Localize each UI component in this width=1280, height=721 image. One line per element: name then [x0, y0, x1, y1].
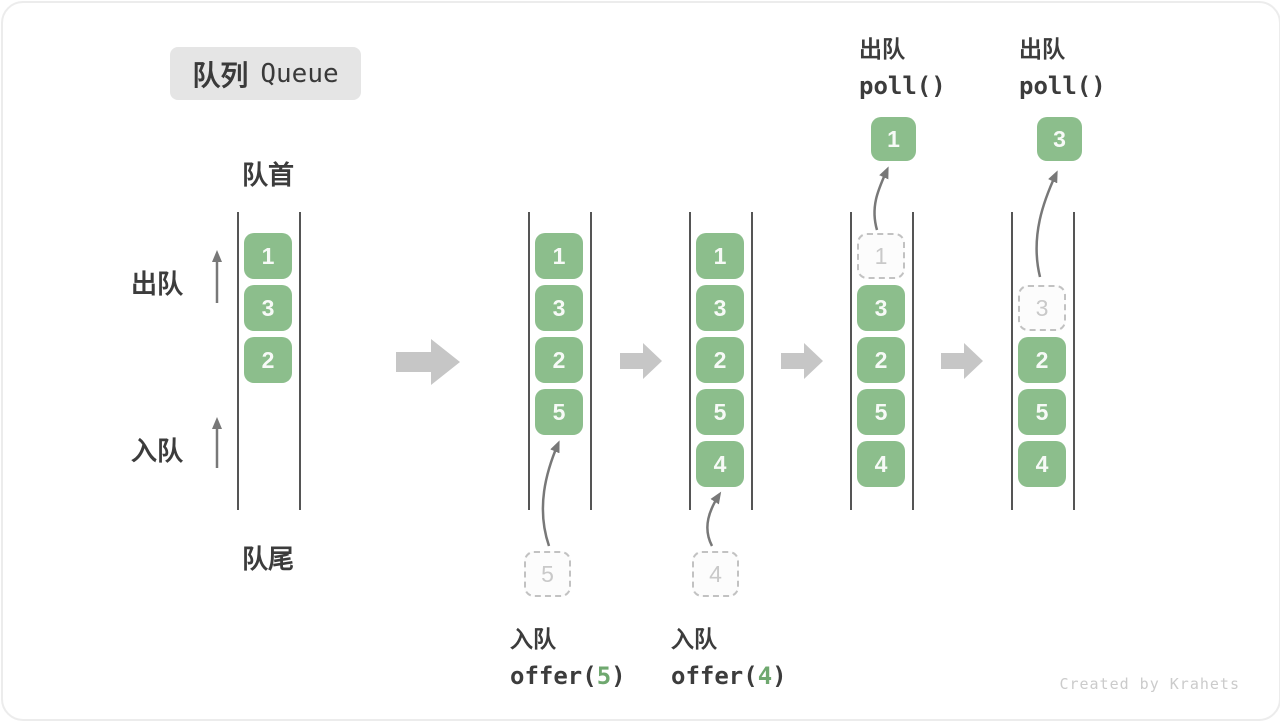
- queue-1-cell-1: 1: [244, 233, 292, 279]
- poll2-label: 出队: [1019, 36, 1065, 62]
- queue-5-cell-4: 4: [1018, 441, 1066, 487]
- enqueue-pending-box-5: 5: [524, 551, 571, 597]
- watermark-credit: Created by Krahets: [1059, 675, 1240, 693]
- offer5-code: offer(5): [510, 662, 626, 690]
- offer4-code: offer(4): [671, 662, 787, 690]
- queue-4-wall-left: [850, 212, 852, 510]
- queue-2-cell-1: 1: [535, 233, 583, 279]
- queue-4-wall-right: [912, 212, 914, 510]
- poll1-annotation: 出队 poll(): [859, 30, 946, 100]
- offer4-annotation: 入队 offer(4): [671, 620, 787, 690]
- label-queue-front: 队首: [242, 160, 295, 190]
- title-english: Queue: [260, 58, 339, 89]
- queue-1-cell-2: 2: [244, 337, 292, 383]
- title-chinese: 队列: [192, 59, 249, 91]
- queue-4-cell-4: 4: [857, 441, 905, 487]
- queue-5-cell-2: 2: [1018, 337, 1066, 383]
- polled-item-box-1: 1: [871, 117, 916, 161]
- offer5-arg: 5: [596, 662, 612, 690]
- queue-3-wall-left: [689, 212, 691, 510]
- offer4-label: 入队: [671, 626, 717, 652]
- label-enqueue: 入队: [131, 436, 184, 466]
- queue-1-wall-right: [299, 212, 301, 510]
- queue-3-cell-1: 1: [696, 233, 744, 279]
- polled-item-box-3: 3: [1037, 117, 1082, 161]
- queue-2-wall-left: [528, 212, 530, 510]
- label-dequeue: 出队: [131, 269, 184, 299]
- queue-5-wall-right: [1073, 212, 1075, 510]
- queue-5-cell-5: 5: [1018, 389, 1066, 435]
- queue-3-cell-3: 3: [696, 285, 744, 331]
- queue-2-wall-right: [590, 212, 592, 510]
- queue-1-cell-3: 3: [244, 285, 292, 331]
- queue-1-wall-left: [237, 212, 239, 510]
- poll2-annotation: 出队 poll(): [1019, 30, 1106, 100]
- offer4-arg: 4: [757, 662, 773, 690]
- queue-2-cell-5: 5: [535, 389, 583, 435]
- queue-3-cell-2: 2: [696, 337, 744, 383]
- queue-2-cell-3: 3: [535, 285, 583, 331]
- poll1-code: poll(): [859, 72, 946, 100]
- queue-4-cell-2: 2: [857, 337, 905, 383]
- queue-5-wall-left: [1011, 212, 1013, 510]
- poll2-code: poll(): [1019, 72, 1106, 100]
- queue-2-cell-2: 2: [535, 337, 583, 383]
- queue-5-cell-3-ghost: 3: [1018, 285, 1066, 331]
- offer5-label: 入队: [510, 626, 556, 652]
- queue-4-cell-5: 5: [857, 389, 905, 435]
- poll1-label: 出队: [859, 36, 905, 62]
- offer5-annotation: 入队 offer(5): [510, 620, 626, 690]
- queue-4-cell-3: 3: [857, 285, 905, 331]
- enqueue-pending-box-4: 4: [692, 551, 739, 597]
- label-queue-rear: 队尾: [242, 544, 295, 574]
- queue-3-cell-5: 5: [696, 389, 744, 435]
- title-badge: 队列 Queue: [170, 47, 361, 100]
- queue-3-wall-right: [751, 212, 753, 510]
- queue-4-cell-1-ghost: 1: [857, 233, 905, 279]
- queue-3-cell-4: 4: [696, 441, 744, 487]
